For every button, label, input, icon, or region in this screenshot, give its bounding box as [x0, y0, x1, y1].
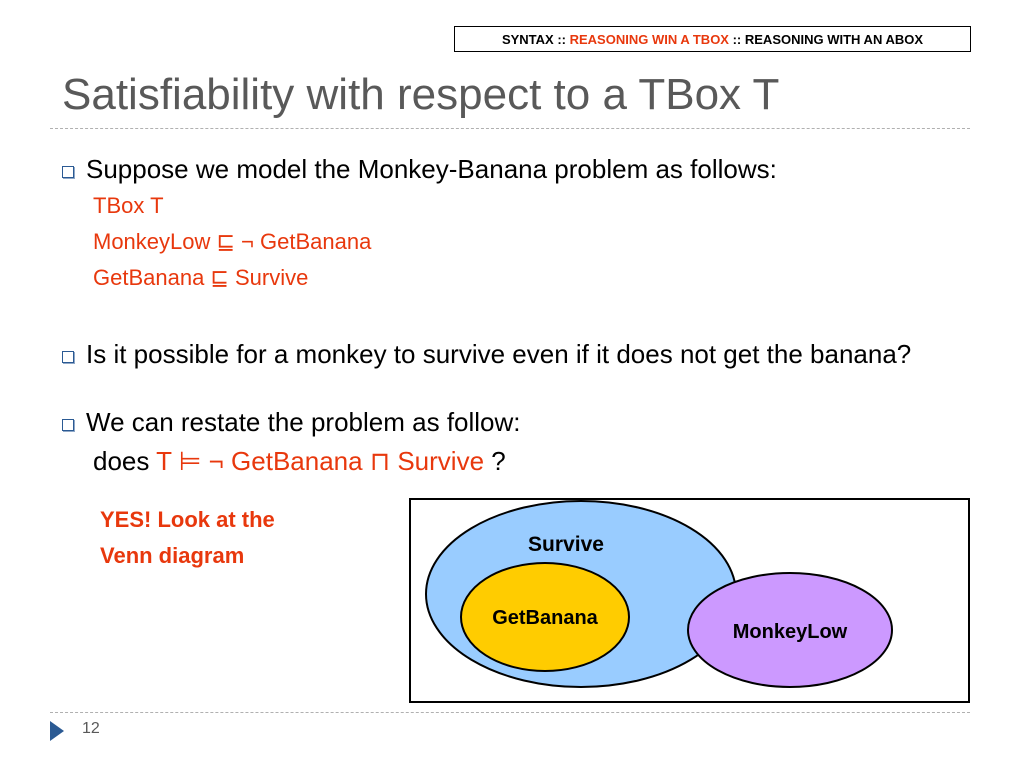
breadcrumb-separator: ::	[728, 31, 745, 47]
breadcrumb-separator: ::	[553, 31, 570, 47]
tbox-heading: TBox T	[93, 193, 164, 218]
bullet-item: Suppose we model the Monkey-Banana probl…	[62, 154, 942, 184]
breadcrumb-syntax: SYNTAX	[501, 31, 554, 47]
getbanana-label: GetBanana	[492, 607, 598, 629]
page-number: 12	[82, 720, 100, 737]
bullet-square-icon	[62, 419, 74, 431]
query-prefix: does	[93, 446, 157, 476]
breadcrumb-abox: REASONING WITH AN ABOX	[744, 31, 924, 47]
bullet-square-icon	[62, 351, 74, 363]
footer-divider	[50, 712, 970, 713]
answer-text: YES! Look at the Venn diagram	[100, 502, 275, 574]
bullet-item: Is it possible for a monkey to survive e…	[62, 339, 952, 369]
monkeylow-set	[687, 572, 893, 688]
bullet-text: Suppose we model the Monkey-Banana probl…	[86, 154, 777, 184]
bullet-square-icon	[62, 166, 74, 178]
bullet-text: We can restate the problem as follow:	[86, 407, 521, 437]
monkeylow-label: MonkeyLow	[733, 621, 848, 643]
getbanana-set	[460, 562, 630, 672]
survive-label: Survive	[528, 533, 604, 556]
bullet-item: We can restate the problem as follow:	[62, 407, 942, 437]
tbox-axiom: MonkeyLow ⊑ ¬ GetBanana	[93, 229, 372, 254]
breadcrumb: SYNTAX :: REASONING WIN A TBOX :: REASON…	[454, 26, 971, 52]
venn-diagram: Survive GetBanana MonkeyLow	[425, 500, 893, 688]
slide-title: Satisfiability with respect to a TBox T	[62, 70, 780, 119]
answer-line: YES! Look at the	[100, 507, 275, 532]
query-line: does T ⊨ ¬ GetBanana ⊓ Survive ?	[93, 446, 506, 477]
answer-line: Venn diagram	[100, 543, 245, 568]
query-suffix: ?	[484, 446, 506, 476]
title-divider	[50, 128, 970, 129]
breadcrumb-current: REASONING WIN A TBOX	[569, 31, 729, 47]
tbox-axiom: GetBanana ⊑ Survive	[93, 265, 309, 290]
bullet-text: Is it possible for a monkey to survive e…	[86, 339, 912, 369]
query-formula: T ⊨ ¬ GetBanana ⊓ Survive	[156, 446, 485, 476]
nav-arrow-icon	[50, 721, 64, 741]
venn-diagram-frame: Survive GetBanana MonkeyLow	[409, 498, 970, 703]
